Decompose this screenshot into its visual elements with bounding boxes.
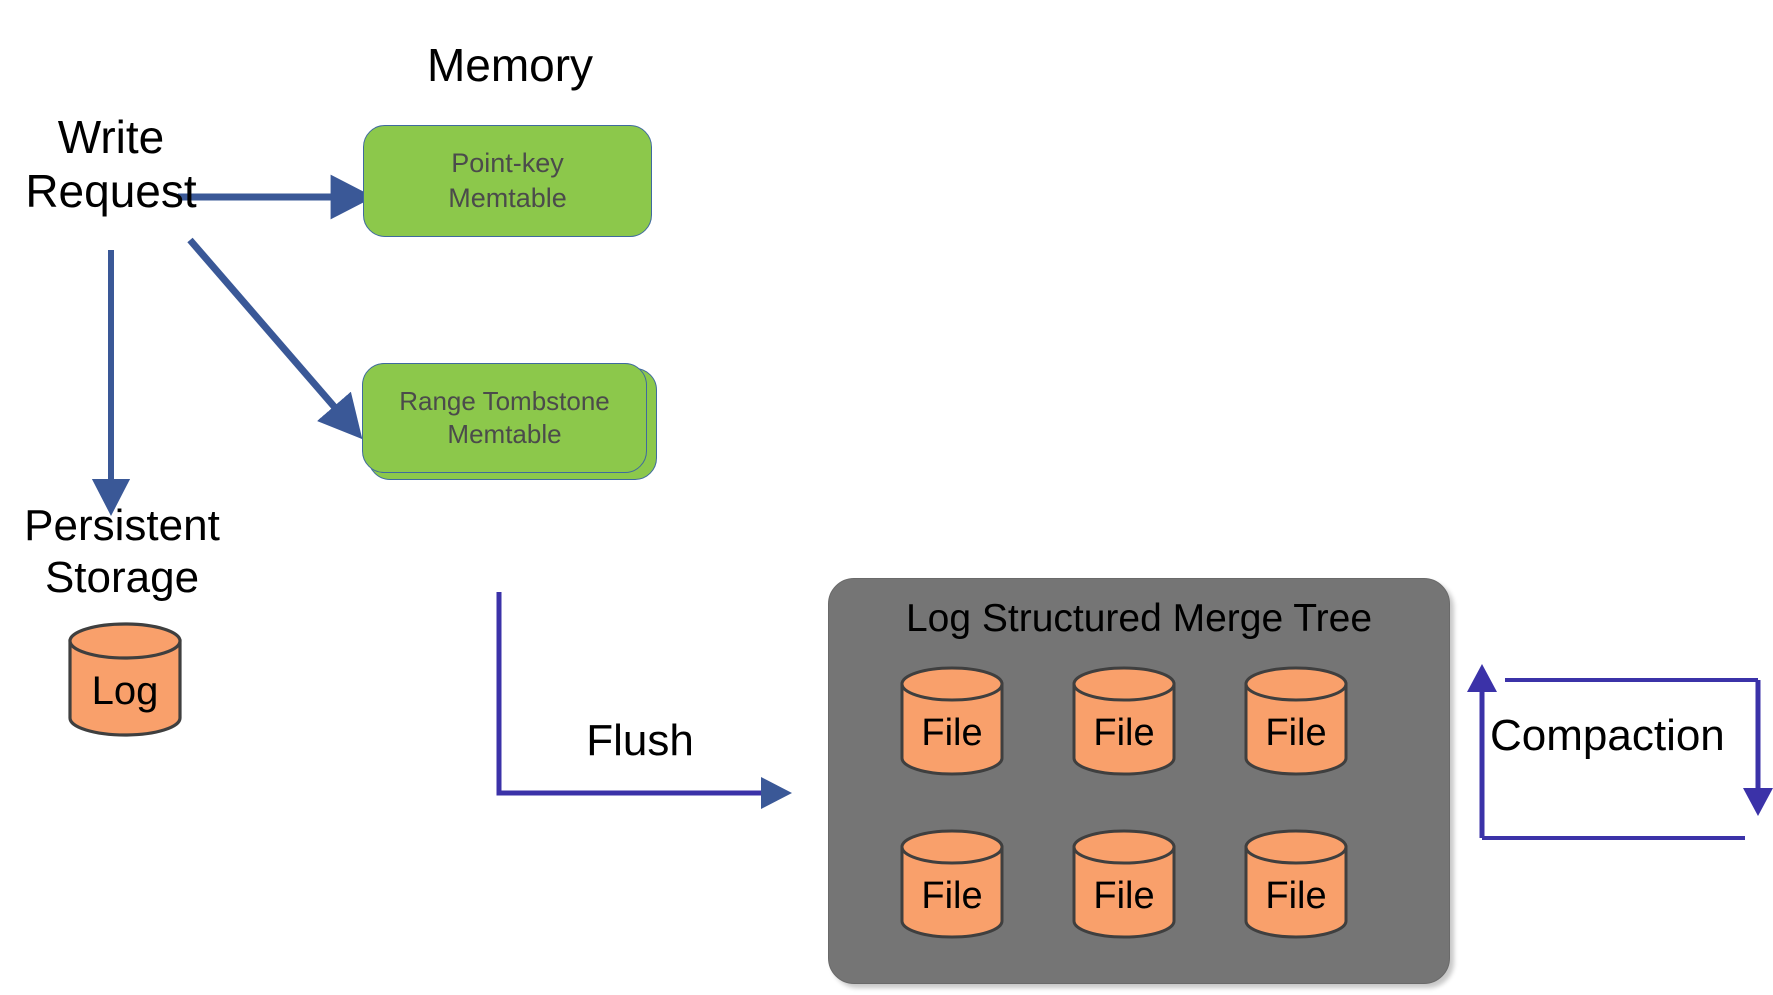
range-tombstone-memtable[interactable]: Range Tombstone Memtable <box>362 363 647 473</box>
point-key-memtable[interactable]: Point-key Memtable <box>363 125 652 237</box>
file-cylinder-r2c2[interactable]: File <box>1072 829 1176 939</box>
arrow-write-to-range-tombstone-memtable <box>187 237 363 440</box>
persistent-storage-label: Persistent Storage <box>24 501 220 602</box>
log-cylinder-shape <box>68 622 182 737</box>
file-cylinder-r2c1[interactable]: File <box>900 829 1004 939</box>
file-cylinder-r1c1[interactable]: File <box>900 666 1004 776</box>
file-cylinder-shape <box>1244 666 1348 776</box>
file-cylinder-r2c3[interactable]: File <box>1244 829 1348 939</box>
compaction-label: Compaction <box>1490 711 1725 760</box>
write-request-label: Write Request <box>25 111 197 218</box>
flush-label: Flush <box>586 716 694 765</box>
file-cylinder-shape <box>900 666 1004 776</box>
file-cylinder-shape <box>1072 829 1176 939</box>
file-cylinder-shape <box>1244 829 1348 939</box>
lsm-tree-title: Log Structured Merge Tree <box>905 597 1373 640</box>
log-cylinder[interactable]: Log <box>68 622 182 737</box>
file-cylinder-shape <box>1072 666 1176 776</box>
memory-label: Memory <box>426 39 594 91</box>
file-cylinder-r1c3[interactable]: File <box>1244 666 1348 776</box>
file-cylinder-r1c2[interactable]: File <box>1072 666 1176 776</box>
file-cylinder-shape <box>900 829 1004 939</box>
